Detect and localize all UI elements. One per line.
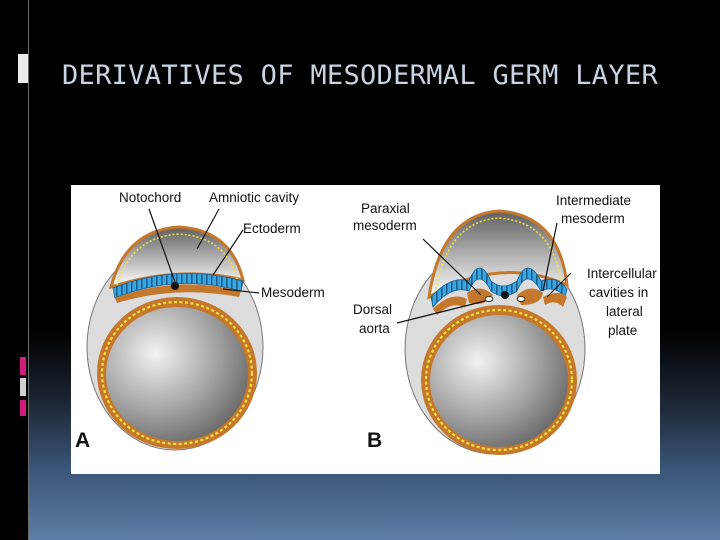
accent-bar-pink-top <box>20 357 26 375</box>
panel-b-intermediate-leader <box>542 222 558 292</box>
label-dorsal-line1: Dorsal <box>353 302 392 317</box>
label-intercellular-line1: Intercellular <box>587 266 657 281</box>
panel-b-endoderm <box>424 308 574 452</box>
accent-bar-gray <box>20 378 26 396</box>
panel-a-amniotic-leader <box>196 208 220 250</box>
panel-b-lateral-left <box>433 296 467 315</box>
slide-title: DERIVATIVES OF MESODERMAL GERM LAYER <box>62 60 658 91</box>
panel-a-notochord-leader <box>148 208 176 283</box>
label-paraxial-line2: mesoderm <box>353 218 417 233</box>
panel-b-notochord <box>501 291 509 299</box>
label-intercellular-line4: plate <box>608 323 637 338</box>
panel-a-amnion-dots <box>116 233 238 286</box>
panel-b-dorsal-aorta-left <box>484 296 494 302</box>
panel-a-ectoderm-leader <box>212 229 244 276</box>
panel-b-dorsal-aorta-right <box>516 296 526 302</box>
label-mesoderm: Mesoderm <box>261 285 325 300</box>
panel-a-embryo <box>86 208 264 451</box>
embryo-figure: Notochord Amniotic cavity Ectoderm Mesod… <box>71 185 660 474</box>
panel-a-mesoderm <box>115 284 241 303</box>
label-ectoderm: Ectoderm <box>243 221 301 236</box>
panel-b-amnion-dots <box>434 217 562 294</box>
label-intermediate-line1: Intermediate <box>556 193 631 208</box>
label-intercellular-line3: lateral <box>606 304 643 319</box>
panel-b-intercellular-leader <box>546 272 572 298</box>
panel-b-letter: B <box>367 429 382 452</box>
panel-a-endoderm <box>100 300 254 446</box>
label-dorsal-line2: aorta <box>359 321 390 336</box>
label-notochord: Notochord <box>119 190 181 205</box>
panel-a-letter: A <box>75 429 90 452</box>
label-paraxial-line1: Paraxial <box>361 201 410 216</box>
label-intermediate-line2: mesoderm <box>561 211 625 226</box>
panel-a-yolk-sac <box>106 307 248 441</box>
panel-b-paraxial-leader <box>422 238 482 296</box>
decorative-tab <box>18 54 28 83</box>
left-strip <box>0 0 29 540</box>
panel-a-notochord <box>171 282 179 290</box>
panel-b-lateral-right <box>543 293 567 307</box>
label-intercellular-line2: cavities in <box>589 285 648 300</box>
embryo-diagram: Notochord Amniotic cavity Ectoderm Mesod… <box>75 190 657 455</box>
strip-divider <box>28 0 29 540</box>
label-amniotic-cavity: Amniotic cavity <box>209 190 299 205</box>
panel-a-mesoderm-leader <box>222 288 260 294</box>
panel-b-embryo <box>396 209 586 455</box>
panel-b-dorsal-aorta-leader <box>396 300 486 324</box>
accent-bar-pink-bottom <box>20 400 26 416</box>
panel-b-yolk-sac <box>430 315 568 447</box>
